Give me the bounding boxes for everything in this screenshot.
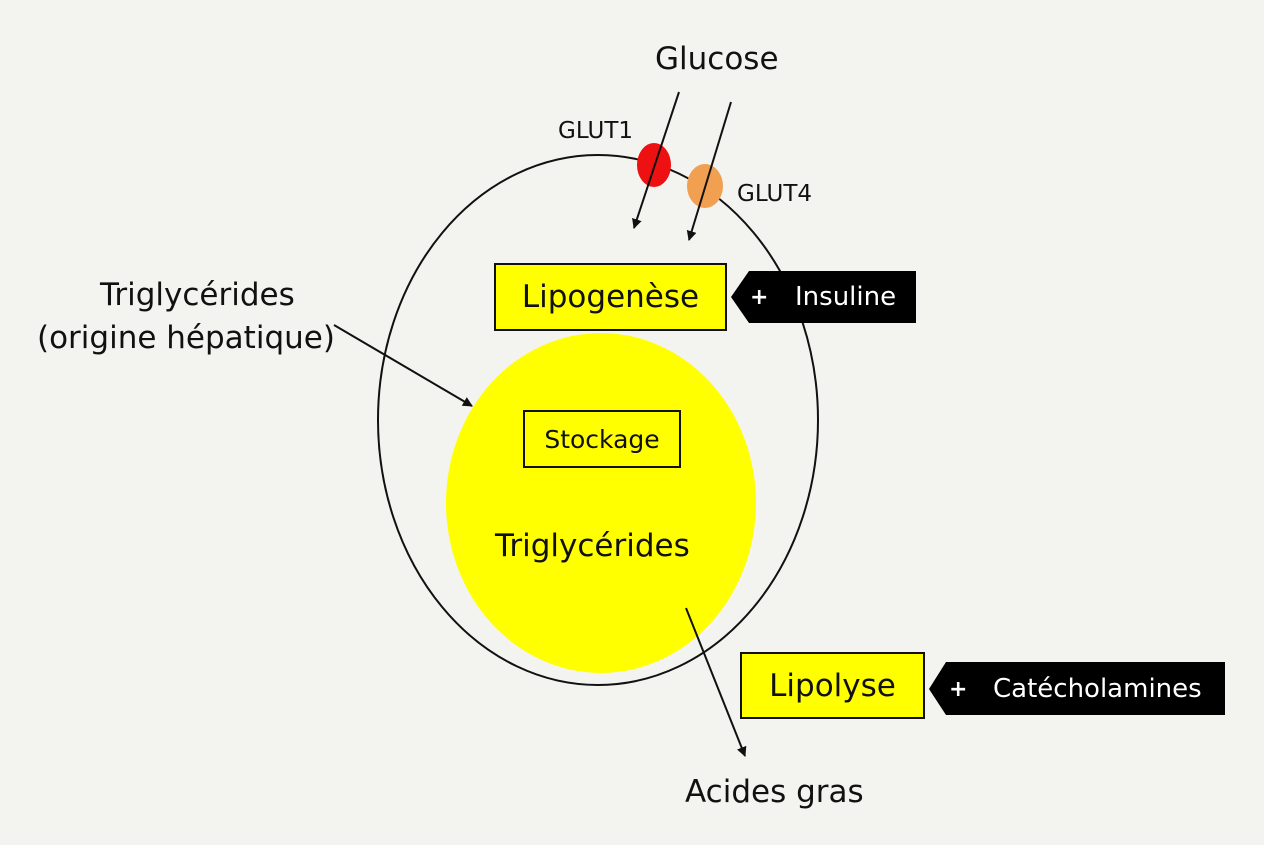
- insuline-arrow-head: [731, 271, 781, 323]
- catecholamines-arrow-head: [929, 662, 980, 715]
- glut1-label: GLUT1: [558, 118, 634, 144]
- lipogenese-label: Lipogenèse: [521, 279, 700, 315]
- catecholamines-label: Catécholamines: [993, 673, 1202, 704]
- glucose-arrow-glut1: [632, 91, 680, 229]
- glucose-arrow-glut4: [686, 101, 732, 241]
- stockage-box: Stockage: [523, 410, 681, 468]
- fatty-acids-label: Acides gras: [685, 774, 864, 810]
- lipolyse-box: Lipolyse: [740, 652, 925, 719]
- triglycerides-origin-label: (origine hépatique): [37, 320, 335, 356]
- triglycerides-stored-label: Triglycérides: [495, 528, 690, 564]
- triglycerides-hepatic-label: Triglycérides: [100, 277, 295, 313]
- insuline-plus-sign: +: [750, 285, 769, 310]
- adipocyte-cell-membrane: [377, 154, 819, 686]
- fatty-acids-release-arrow: [685, 607, 747, 757]
- insuline-regulator: Insuline: [781, 271, 916, 323]
- lipid-droplet: [446, 333, 756, 673]
- stockage-label: Stockage: [544, 424, 660, 454]
- triglycerides-uptake-arrow: [333, 324, 473, 407]
- catecholamines-regulator: Catécholamines: [980, 662, 1225, 715]
- catecholamines-plus-sign: +: [949, 677, 968, 702]
- glut4-label: GLUT4: [737, 181, 813, 207]
- glucose-label: Glucose: [655, 41, 779, 77]
- insuline-label: Insuline: [795, 282, 897, 312]
- lipogenese-box: Lipogenèse: [494, 263, 727, 331]
- lipolyse-label: Lipolyse: [769, 667, 896, 704]
